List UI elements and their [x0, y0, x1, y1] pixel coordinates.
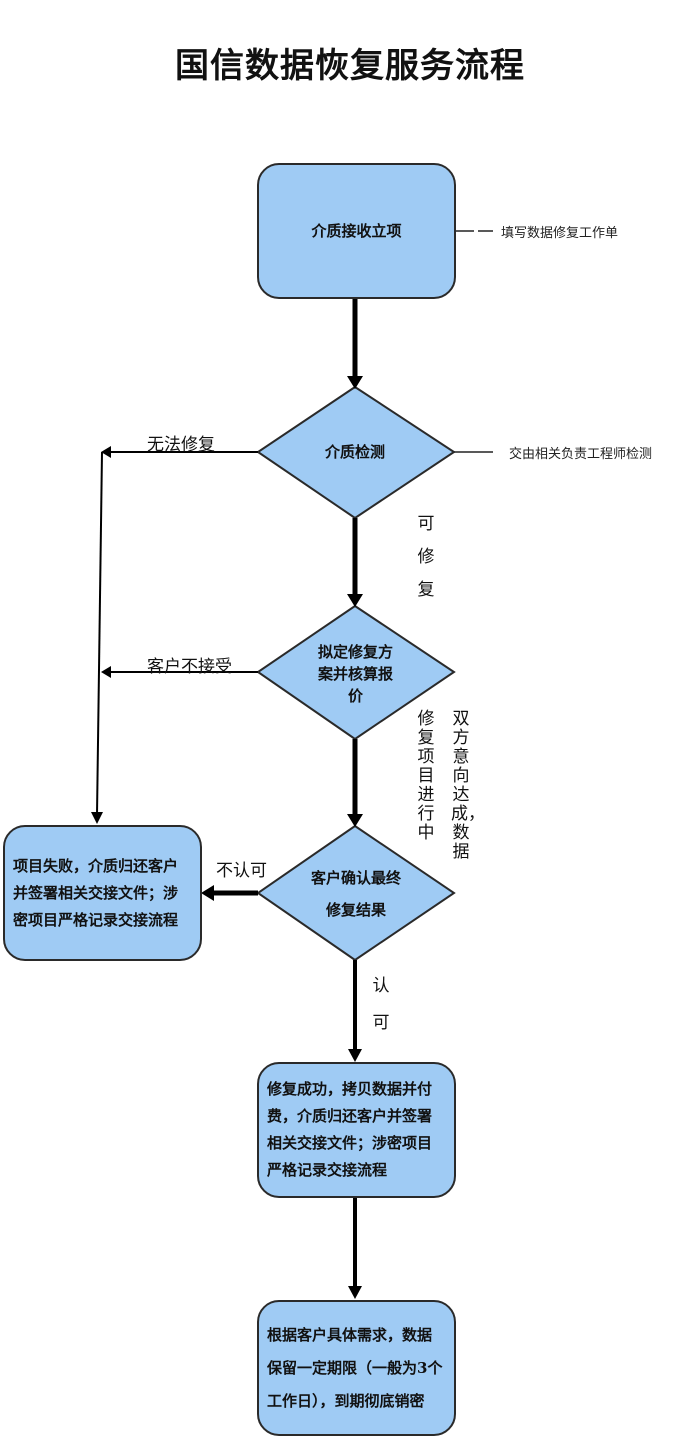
edge-label-not-approved: 不认可 [216, 861, 267, 881]
node-retain: 根据客户具体需求，数据保留一定期限（一般为3个工作日），到期彻底销密 [257, 1300, 456, 1436]
node-fail-label: 项目失败，介质归还客户并签署相关交接文件；涉密项目严格记录交接流程 [13, 856, 179, 929]
node-fail: 项目失败，介质归还客户并签署相关交接文件；涉密项目严格记录交接流程 [3, 825, 202, 961]
node-success: 修复成功，拷贝数据并付费，介质归还客户并签署相关交接文件；涉密项目严格记录交接流… [257, 1062, 456, 1198]
edge-label-in-progress: 修复项目进行中 [417, 709, 435, 843]
node-confirm-label: 客户确认最终修复结果 [310, 869, 401, 919]
node-detect-label: 介质检测 [324, 443, 385, 461]
edge-label-approved: 认可 [372, 976, 390, 1033]
node-receive: 介质接收立项 [257, 163, 456, 299]
page-title: 国信数据恢复服务流程 [175, 46, 525, 86]
edge-label-repairable: 可修复 [417, 514, 435, 600]
note-detect: 交由相关负责工程师检测 [509, 447, 653, 462]
connector-left-vertical [96, 451, 103, 816]
edge-label-agreement: 双方意向达成，数据 [451, 709, 485, 862]
node-plan-label: 拟定修复方案并核算报价 [318, 643, 394, 705]
node-retain-label: 根据客户具体需求，数据保留一定期限（一般为3个工作日），到期彻底销密 [267, 1325, 443, 1410]
node-success-label: 修复成功，拷贝数据并付费，介质归还客户并签署相关交接文件；涉密项目严格记录交接流… [267, 1080, 433, 1179]
note-receive: 填写数据修复工作单 [501, 226, 619, 241]
node-receive-label: 介质接收立项 [311, 221, 402, 240]
edge-label-reject: 客户不接受 [147, 657, 232, 677]
edge-label-cannot-repair: 无法修复 [147, 435, 215, 455]
